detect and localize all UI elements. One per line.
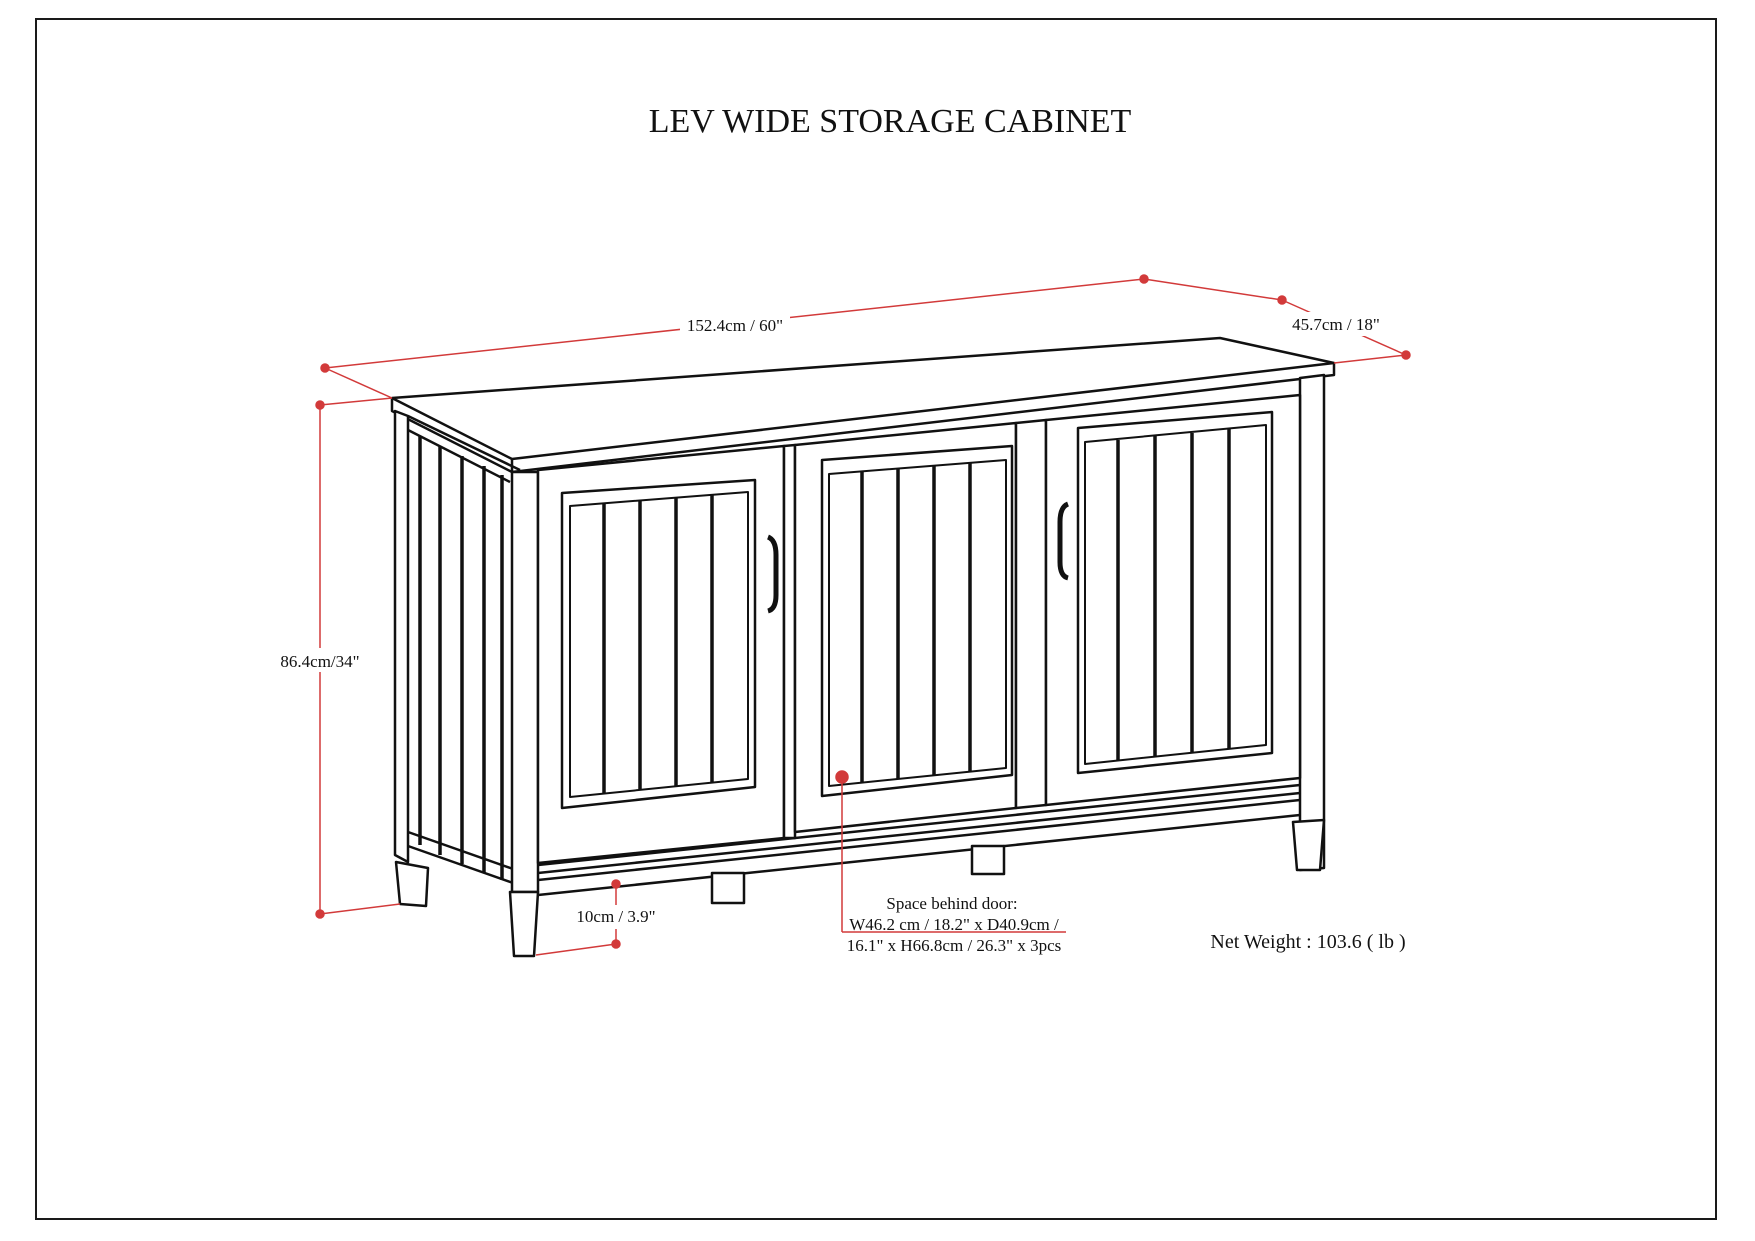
space-behind-door-line-3: 16.1" x H66.8cm / 26.3" x 3pcs	[847, 936, 1062, 955]
width-dimension-label: 152.4cm / 60"	[687, 316, 783, 335]
space-behind-door-note: Space behind door: W46.2 cm / 18.2" x D4…	[847, 894, 1062, 955]
leg-clearance-label: 10cm / 3.9"	[576, 907, 655, 926]
drawing-border	[35, 18, 1717, 1220]
net-weight-label: Net Weight : 103.6 ( lb )	[1210, 931, 1405, 953]
diagram-title: LEV WIDE STORAGE CABINET	[649, 103, 1132, 140]
space-behind-door-heading: Space behind door:	[886, 894, 1017, 913]
height-dimension-label: 86.4cm/34"	[280, 652, 359, 671]
depth-dimension-label: 45.7cm / 18"	[1292, 315, 1380, 334]
space-behind-door-line-2: W46.2 cm / 18.2" x D40.9cm /	[849, 915, 1059, 934]
cabinet-illustration	[390, 336, 1336, 958]
